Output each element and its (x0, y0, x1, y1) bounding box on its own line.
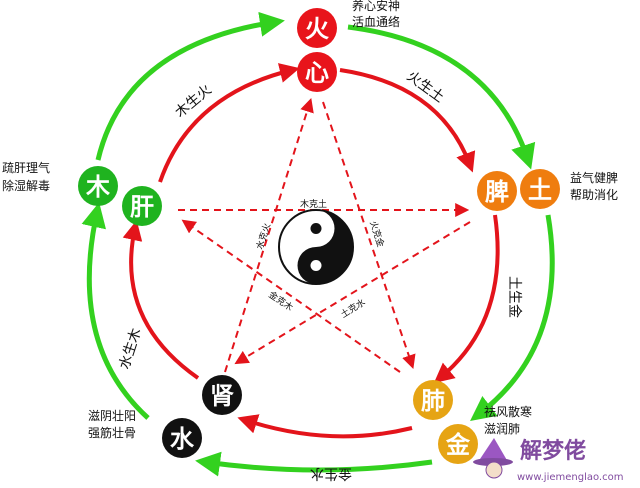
wizard-hat-icon (473, 438, 513, 479)
green-arrow-metal-water (195, 451, 433, 477)
element-circle-fire (297, 8, 337, 48)
organ-label-spleen: 脾 (485, 178, 509, 206)
element-circle-earth (520, 169, 560, 209)
red-arrow-wood-fire (158, 63, 300, 183)
control-line-fire-metal (322, 101, 416, 369)
element-circle-metal (438, 424, 478, 464)
control-label-wood-earth: 木克土 (300, 198, 327, 210)
organ-label-heart: 心 (305, 59, 329, 87)
element-label-wood: 木 (85, 173, 111, 201)
element-label-fire: 火 (305, 15, 329, 43)
organ-label-lung: 肺 (421, 387, 445, 415)
note-earth-2: 帮助消化 (570, 188, 618, 202)
note-water-2: 强筋壮骨 (88, 425, 136, 440)
green-arrow-earth-metal (470, 214, 555, 422)
control-line-earth-water (234, 221, 471, 365)
note-metal-2: 滋润肺 (484, 422, 520, 436)
node-earth: 脾 土 (477, 169, 560, 211)
control-line-metal-wood (181, 219, 401, 373)
generation-label-fire-earth: 火生土 (404, 68, 447, 106)
node-metal: 肺 金 (413, 380, 478, 464)
node-wood: 木 肝 (78, 166, 162, 226)
watermark-url: www.jiemenglao.com (517, 472, 623, 483)
organ-label-liver: 肝 (130, 193, 154, 221)
green-arrow-wood-fire (95, 11, 285, 161)
watermark: 解梦佬 www.jiemenglao.com (473, 438, 623, 483)
element-label-metal: 金 (445, 431, 471, 459)
organ-circle-spleen (477, 171, 517, 211)
node-water: 肾 水 (162, 375, 242, 458)
note-wood-1: 疏肝理气 (2, 160, 50, 175)
element-circle-wood (78, 166, 118, 206)
control-label-metal-wood: 金克木 (266, 289, 295, 314)
green-arrow-fire-earth (347, 24, 536, 170)
organ-circle-heart (297, 52, 337, 92)
yin-yang-icon (278, 209, 354, 285)
note-wood-2: 除湿解毒 (2, 178, 50, 193)
note-metal-1: 祛风散寒 (484, 404, 532, 419)
note-fire-2: 活血通络 (352, 14, 400, 29)
red-arrow-earth-metal (433, 214, 500, 384)
note-water-1: 滋阴壮阳 (88, 409, 136, 423)
organ-circle-lung (413, 380, 453, 420)
element-label-earth: 土 (528, 176, 552, 204)
organ-circle-kidney (202, 375, 242, 415)
red-arrow-metal-water (237, 414, 413, 439)
organ-label-kidney: 肾 (210, 382, 234, 410)
generation-label-wood-fire: 木生火 (172, 82, 214, 121)
note-fire-1: 养心安神 (352, 0, 400, 13)
element-circle-water (162, 418, 202, 458)
generation-label-earth-metal: 土生金 (506, 276, 522, 318)
red-arrow-fire-earth (339, 68, 476, 173)
watermark-name: 解梦佬 (520, 438, 586, 464)
note-earth-1: 益气健脾 (570, 170, 618, 185)
node-fire: 火 心 (297, 8, 337, 92)
element-label-water: 水 (170, 425, 195, 453)
generation-label-water-wood: 水生木 (117, 326, 145, 371)
red-arrow-water-wood (122, 220, 200, 380)
green-arrow-water-wood (81, 202, 150, 420)
generation-label-metal-water: 金生水 (310, 465, 352, 481)
organ-circle-liver (122, 186, 162, 226)
control-label-water-fire: 水克火 (253, 222, 273, 251)
